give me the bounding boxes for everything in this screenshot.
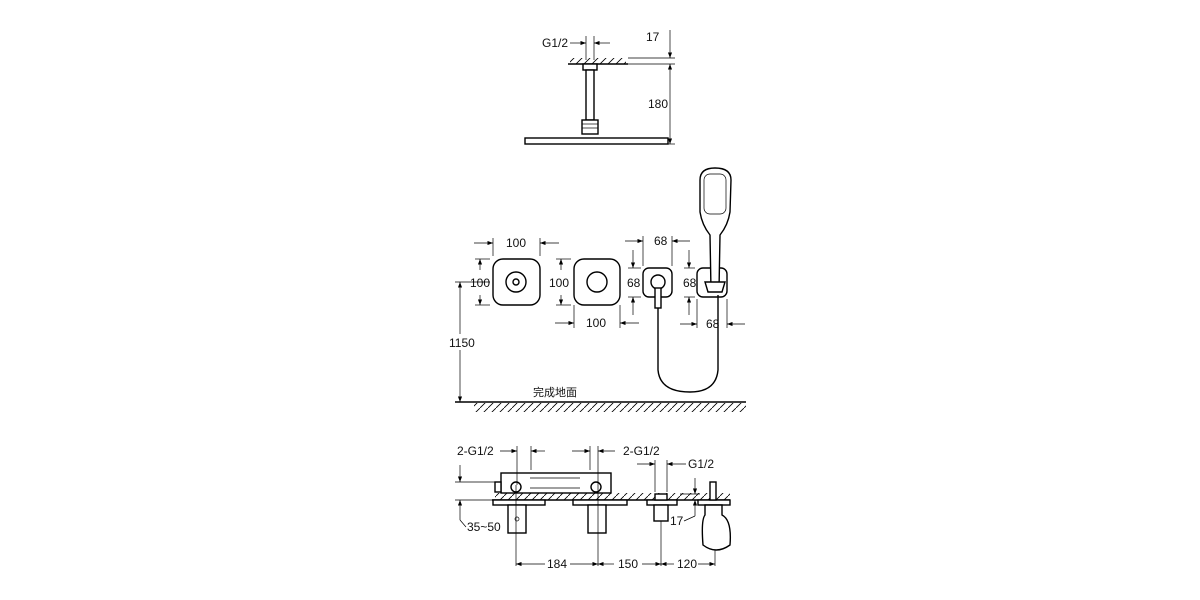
plate2-height-label: 100 [549, 276, 569, 290]
plate1-height-label: 100 [470, 276, 490, 290]
deck-thickness-label: 35~50 [467, 520, 501, 534]
plate1-width-label: 100 [506, 236, 526, 250]
plate-height-label: 17 [646, 30, 660, 44]
small-plate-width-label: 68 [654, 234, 668, 248]
deck-section: 2-G1/2 2-G1/2 G1/2 35~50 17 184 150 120 [455, 444, 732, 571]
ceiling-shower: G1/2 17 180 [524, 30, 675, 145]
pipe-thread-label: G1/2 [542, 36, 568, 50]
arm-length-label: 180 [648, 97, 668, 111]
spacing2-label: 150 [618, 557, 638, 571]
wall-panel-elevation: 100 100 100 100 68 68 68 68 1150 完成地面 [449, 167, 746, 412]
plate-spacing-label: 100 [586, 316, 606, 330]
spacing3-label: 120 [677, 557, 697, 571]
thread3-label: G1/2 [688, 457, 714, 471]
holder-width-label: 68 [706, 317, 720, 331]
small-plate-height-label: 68 [627, 276, 641, 290]
thread1-label: 2-G1/2 [457, 444, 494, 458]
spacing1-label: 184 [547, 557, 567, 571]
flange-height-label: 17 [670, 514, 684, 528]
thread2-label: 2-G1/2 [623, 444, 660, 458]
holder-height-label: 68 [683, 276, 697, 290]
mount-height-label: 1150 [449, 336, 475, 350]
finished-floor-label: 完成地面 [533, 385, 577, 399]
